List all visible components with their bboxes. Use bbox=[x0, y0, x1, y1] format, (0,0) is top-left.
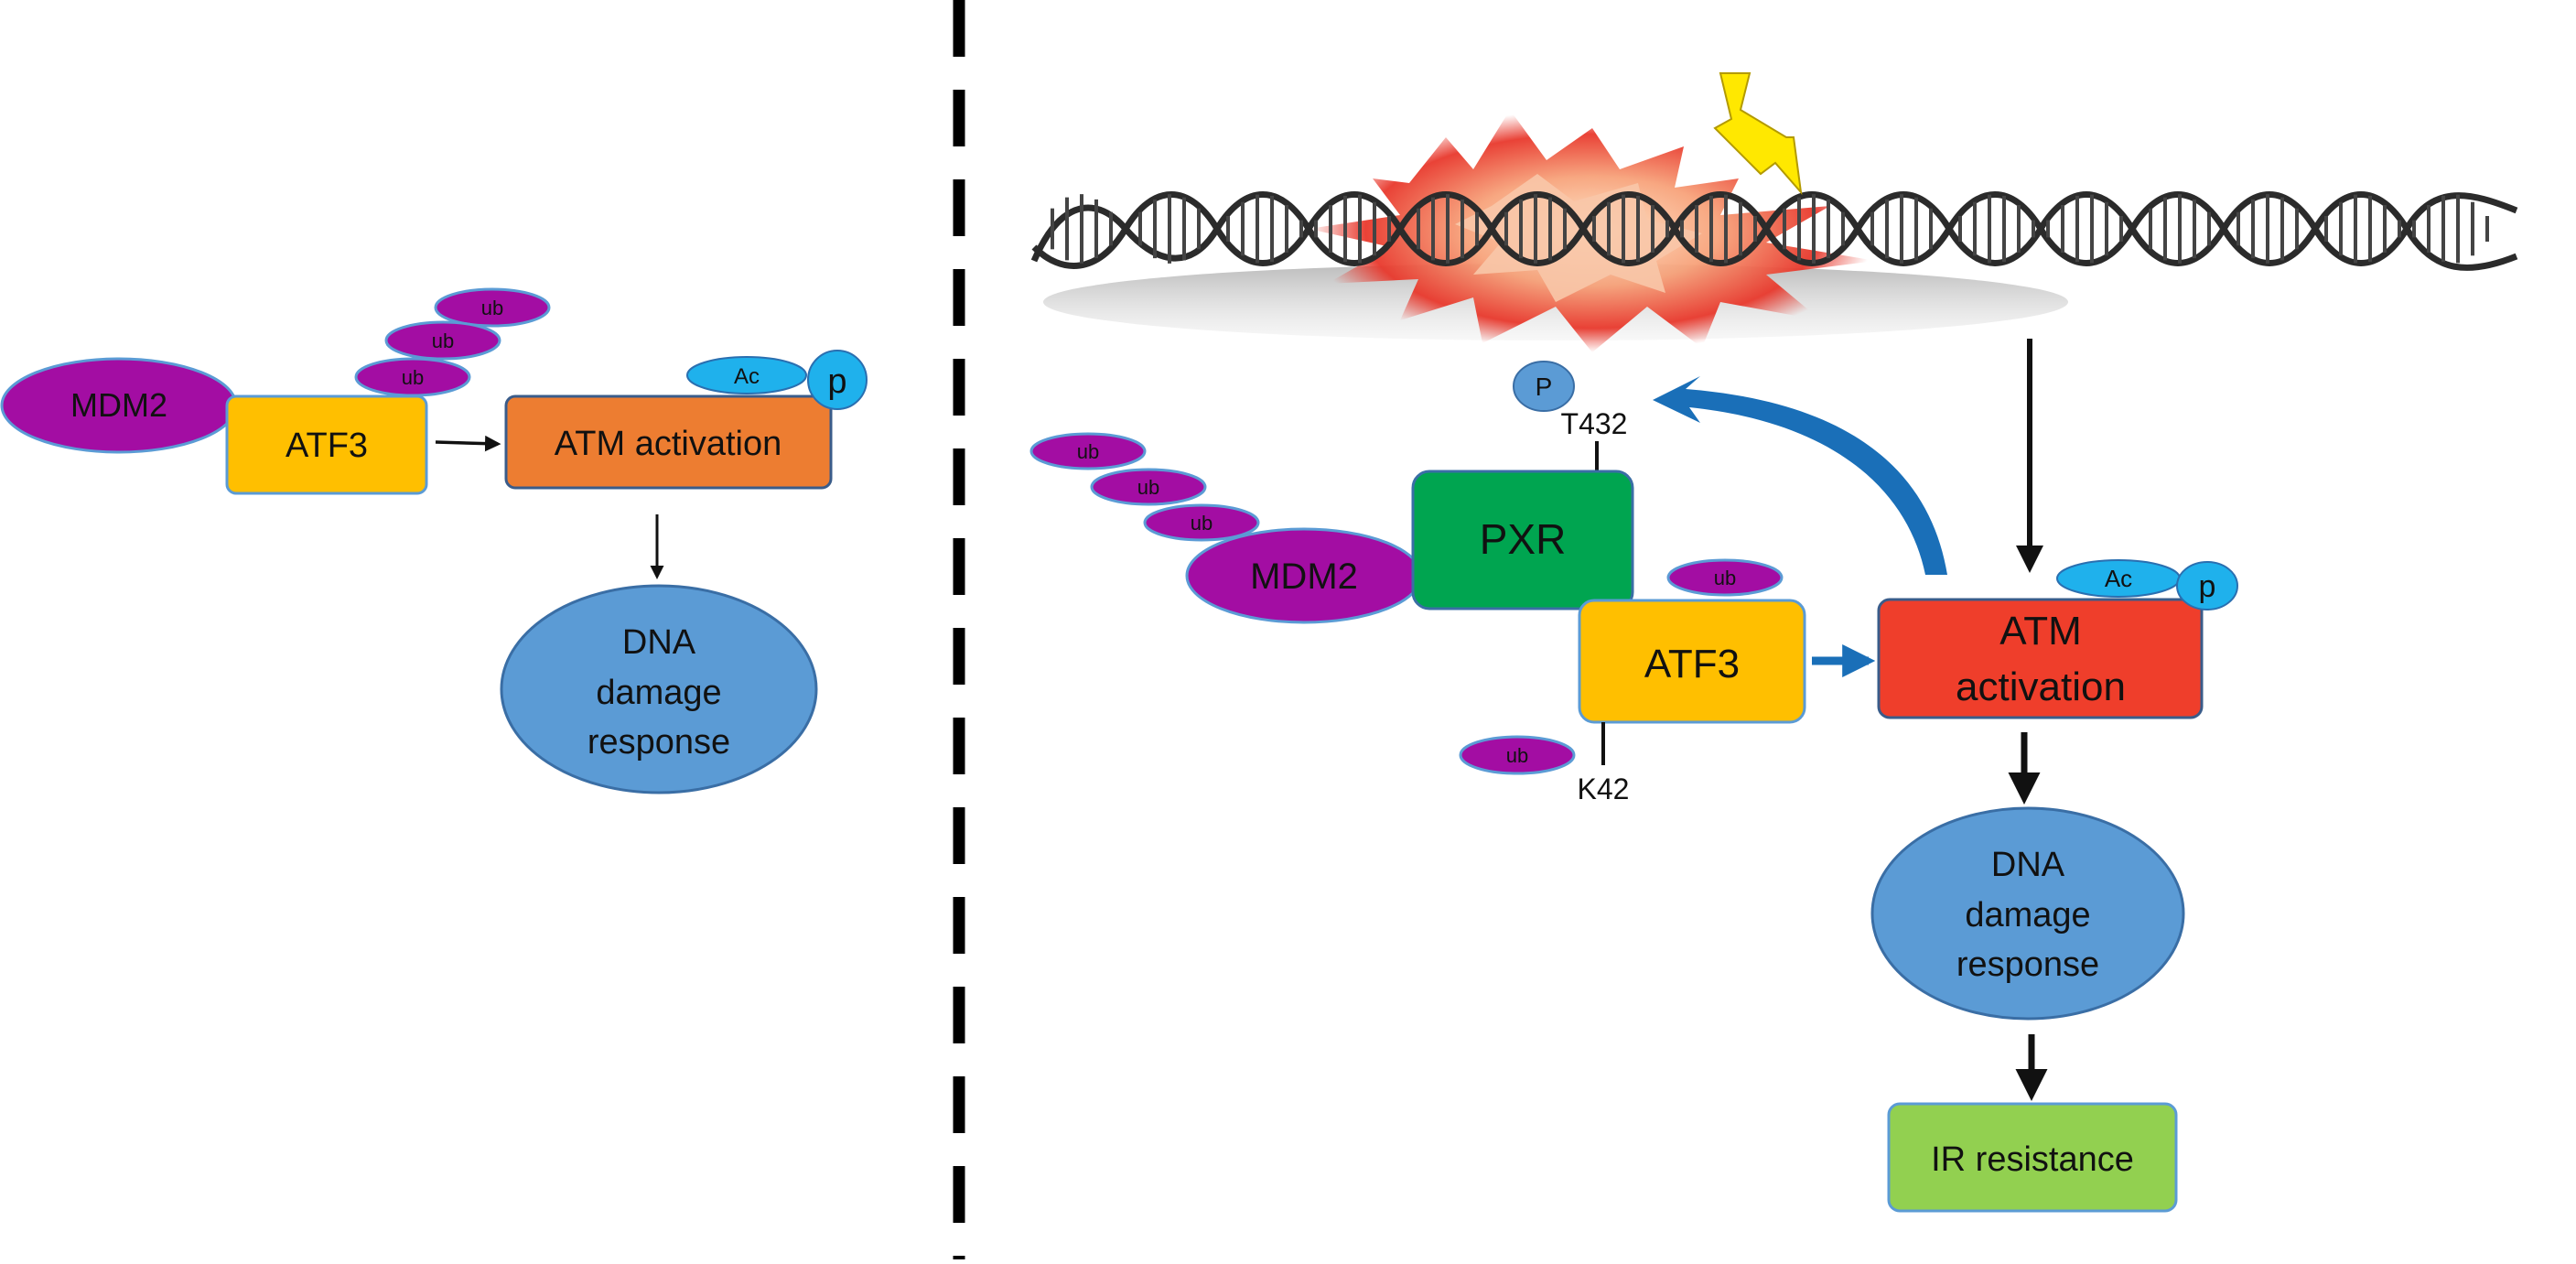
ub-tag bbox=[434, 287, 551, 328]
atf3-label: ATF3 bbox=[1644, 642, 1740, 686]
ub-label: ub bbox=[1506, 744, 1528, 767]
ub-tag bbox=[384, 320, 501, 361]
mdm2-label: MDM2 bbox=[1250, 556, 1358, 597]
ub-label: ub bbox=[1191, 512, 1213, 535]
atf3-node bbox=[1578, 599, 1806, 724]
mdm2-label: MDM2 bbox=[70, 386, 167, 424]
dna-damage-illustration bbox=[1030, 72, 2518, 352]
pxr-node bbox=[1411, 470, 1634, 610]
right-ub-chain: ub ub ub bbox=[1029, 432, 1260, 542]
ub-label: ub bbox=[1714, 567, 1736, 589]
atm-activation-label: ATM activation bbox=[555, 425, 781, 463]
ub-label: ub bbox=[402, 366, 424, 389]
phospho-label-atm: p bbox=[2199, 569, 2216, 604]
dna-rungs bbox=[1051, 194, 2489, 264]
ac-label: Ac bbox=[2105, 565, 2132, 592]
dna-response-line-2: damage bbox=[1965, 896, 2090, 934]
left-ub-chain: ub ub ub bbox=[354, 287, 551, 397]
dna-damage-response-node bbox=[500, 584, 818, 794]
dna-helix-strand-2 bbox=[1031, 191, 2518, 269]
ub-tag bbox=[1666, 558, 1784, 597]
phospho-label: p bbox=[827, 362, 846, 401]
atm-activation-node bbox=[1877, 598, 2204, 719]
ac-label: Ac bbox=[734, 364, 760, 389]
ub-label: ub bbox=[481, 297, 503, 319]
ub-tag bbox=[1029, 432, 1147, 470]
ub-tag bbox=[1143, 503, 1260, 542]
free-ub-tag: ub bbox=[1459, 735, 1576, 775]
dna-damage-response-node bbox=[1870, 806, 2185, 1021]
dna-response-line-3: response bbox=[587, 723, 730, 762]
atm-activation-node bbox=[504, 394, 833, 490]
phospho-tag-atm bbox=[2176, 561, 2238, 610]
atf3-node bbox=[225, 394, 428, 495]
dna-response-line-3: response bbox=[1956, 945, 2099, 984]
pxr-label: PXR bbox=[1480, 515, 1567, 563]
arrow-atf3-to-atm bbox=[435, 435, 501, 452]
site-t432-label: T432 bbox=[1561, 407, 1628, 440]
phospho-tag bbox=[807, 350, 868, 410]
ub-label: ub bbox=[1077, 440, 1099, 463]
phospho-tag bbox=[1513, 361, 1575, 412]
ub-tag bbox=[1459, 735, 1576, 775]
ac-tag bbox=[686, 356, 807, 394]
left-panel: ub ub ub MDM2 ATF3 ATM activation Ac p D… bbox=[0, 287, 868, 794]
right-panel: ub ub ub MDM2 P T432 PXR ub ATF3 K42 bbox=[1029, 72, 2518, 1213]
dna-response-line-1: DNA bbox=[622, 623, 696, 662]
phospho-label: P bbox=[1536, 373, 1553, 401]
ub-label: ub bbox=[1137, 476, 1159, 499]
atm-activation-line-1: ATM bbox=[1999, 609, 2082, 654]
ir-resistance-node bbox=[1887, 1102, 2178, 1213]
atf3-ub-tag: ub bbox=[1666, 558, 1784, 597]
ir-resistance-label: IR resistance bbox=[1931, 1140, 2134, 1179]
ub-tag bbox=[1090, 468, 1207, 506]
dna-response-line-2: damage bbox=[596, 674, 721, 712]
arrow-atm-phosphorylates-pxr bbox=[1653, 376, 1947, 575]
ub-label: ub bbox=[432, 330, 454, 352]
lightning-bolt-icon bbox=[1713, 72, 1803, 196]
atm-activation-line-2: activation bbox=[1956, 664, 2126, 709]
atf3-label: ATF3 bbox=[286, 427, 368, 465]
dna-response-line-1: DNA bbox=[1991, 846, 2065, 884]
site-k42-label: K42 bbox=[1578, 772, 1630, 805]
